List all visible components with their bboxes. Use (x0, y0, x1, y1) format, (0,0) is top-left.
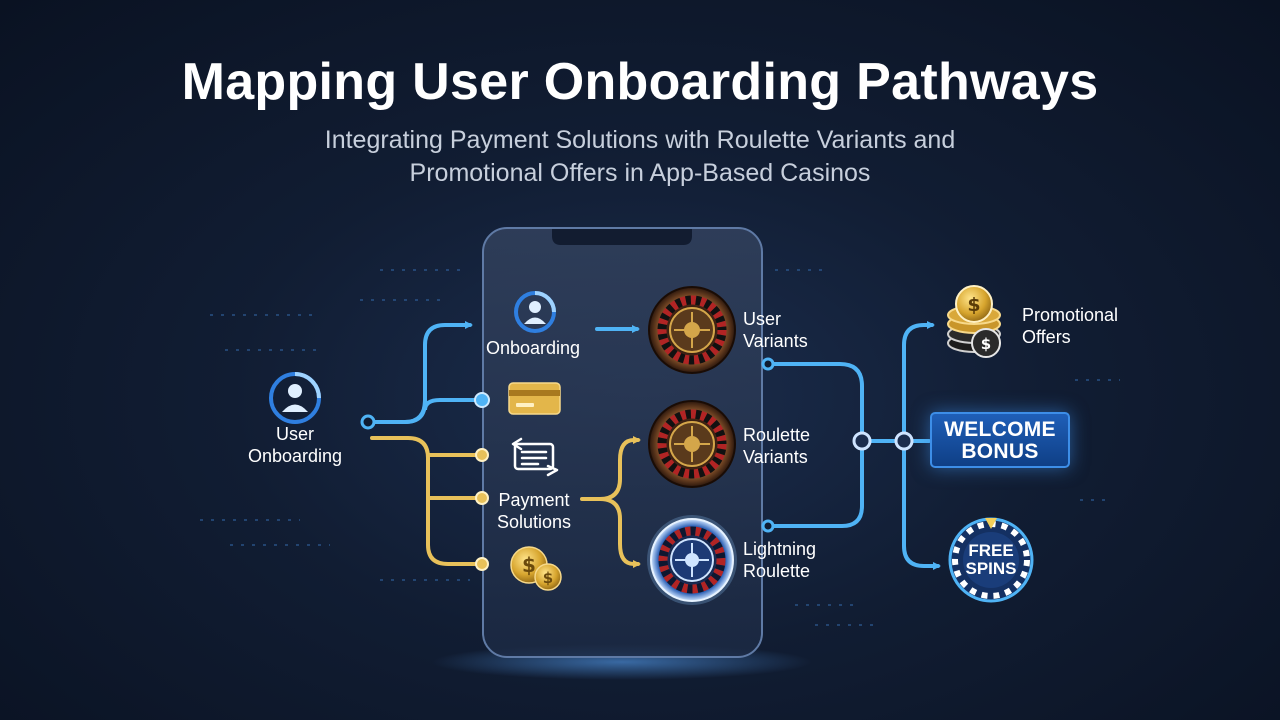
user-onboarding-line-1: User (275, 424, 314, 444)
svg-text:$: $ (522, 553, 536, 577)
node-user-onboarding: User Onboarding (230, 423, 360, 467)
transfer-icon (511, 437, 559, 477)
credit-card-icon (508, 382, 561, 415)
node-onboarding: Onboarding (486, 338, 581, 358)
roulette-wheel-icon-roulette-variants (648, 400, 736, 488)
roulette-wheel-icon-user-variants (648, 286, 736, 374)
node-user-variants: User Variants (743, 308, 808, 352)
node-lightning-roulette: Lightning Roulette (743, 538, 816, 582)
svg-text:$: $ (981, 335, 991, 353)
svg-text:$: $ (967, 294, 980, 316)
user-variants-line-1: User (743, 309, 782, 329)
welcome-bonus-line-1: WELCOME (944, 418, 1056, 441)
payment-solutions-line-1: Payment (498, 490, 570, 510)
user-icon (269, 372, 321, 424)
welcome-bonus-line-2: BONUS (961, 440, 1039, 463)
gold-flows (370, 436, 641, 568)
node-payment-solutions: Payment Solutions (478, 489, 590, 533)
lightning-roulette-line-2: Roulette (743, 561, 811, 581)
page-title: Mapping User Onboarding Pathways (181, 53, 1099, 111)
poker-chips-icon: $ $ (947, 285, 1001, 358)
node-promotional-offers: Promotional Offers (1022, 304, 1118, 348)
free-spins-line-2: SPINS (965, 559, 1016, 578)
svg-text:$: $ (543, 569, 553, 587)
node-roulette-variants: Roulette Variants (743, 424, 810, 468)
user-onboarding-line-2: Onboarding (247, 446, 343, 466)
welcome-bonus-badge: WELCOME BONUS (930, 412, 1070, 468)
subtitle-line-1: Integrating Payment Solutions with Roule… (324, 126, 956, 154)
free-spins-line-1: FREE (968, 541, 1013, 560)
roulette-variants-line-2: Variants (743, 447, 808, 467)
subtitle-line-2: Promotional Offers in App-Based Casinos (409, 159, 871, 187)
promotional-offers-line-1: Promotional (1022, 305, 1119, 325)
connector-nodes (360, 357, 914, 571)
page-subtitle: Integrating Payment Solutions with Roule… (240, 124, 1040, 190)
payment-solutions-line-2: Solutions (496, 512, 572, 532)
lightning-roulette-line-1: Lightning (743, 539, 817, 559)
user-variants-line-2: Variants (743, 331, 808, 351)
roulette-wheel-icon-lightning (647, 515, 737, 605)
circuit-decoration (200, 269, 1120, 626)
promotional-offers-line-2: Offers (1022, 327, 1071, 347)
roulette-variants-line-1: Roulette (743, 425, 811, 445)
onboarding-user-icon (514, 291, 556, 333)
coins-icon: $ $ (510, 546, 562, 591)
free-spins-icon (948, 517, 1034, 603)
